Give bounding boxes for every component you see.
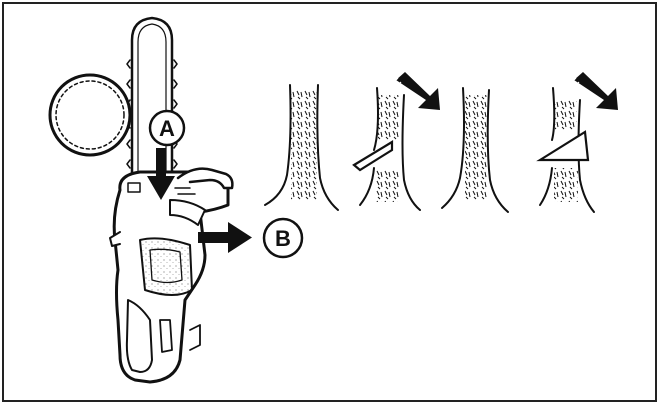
chainsaw-icon — [48, 16, 234, 384]
tree-trunk-icon — [441, 87, 509, 213]
tree-trunk-icon — [264, 84, 339, 211]
callout-b-label: B — [275, 226, 291, 251]
callout-a: A — [148, 109, 186, 147]
fall-direction-arrow-icon — [391, 72, 440, 110]
callout-b: B — [262, 217, 304, 259]
arrow-right-icon — [198, 222, 252, 253]
felling-notch-icon — [536, 87, 595, 213]
tree-trunk-notch-icon — [352, 87, 421, 211]
arrow-down-icon — [147, 148, 175, 200]
callout-a-label: A — [159, 116, 175, 141]
fall-direction-arrow-icon — [569, 72, 618, 110]
